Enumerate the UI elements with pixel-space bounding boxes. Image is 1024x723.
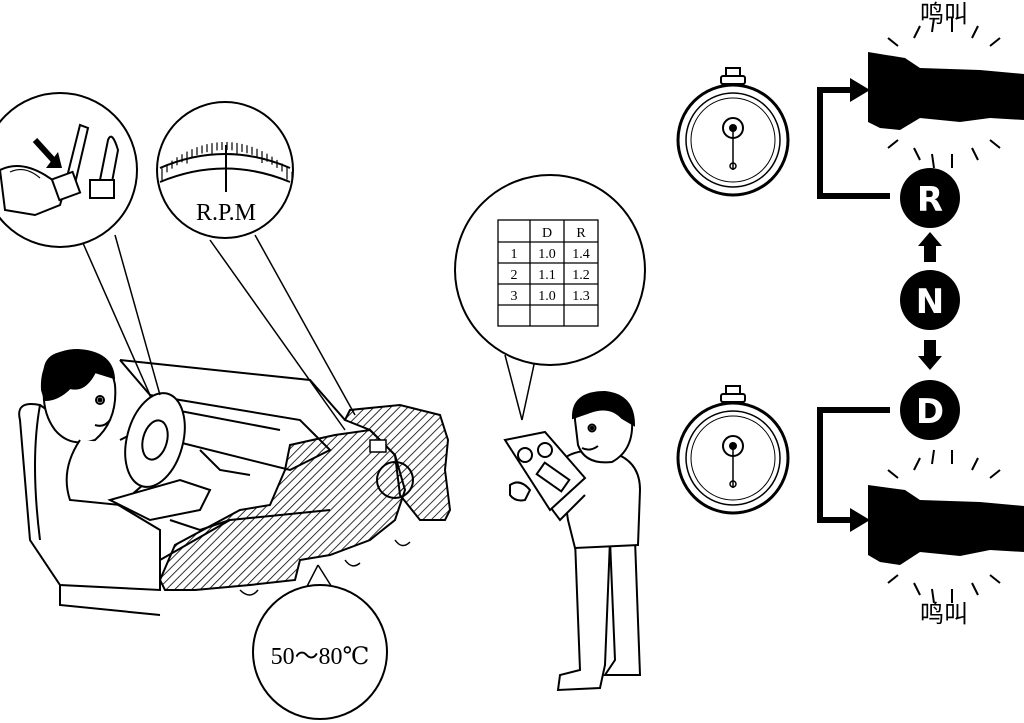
driver-hair bbox=[40, 348, 116, 402]
arrow-down-icon bbox=[918, 340, 942, 370]
gear-r-label: R bbox=[917, 180, 943, 220]
gear-d-label: D bbox=[916, 392, 944, 432]
table-cell: 1.0 bbox=[538, 247, 556, 262]
steering-wheel bbox=[124, 392, 186, 488]
gear-d-badge bbox=[900, 380, 960, 440]
table-cell: 1 bbox=[511, 247, 518, 262]
transmission-silhouette-bottom bbox=[868, 485, 1024, 565]
tachometer-ticks bbox=[161, 142, 293, 181]
tachometer-callout: R.P.M bbox=[156, 101, 356, 431]
tester-device bbox=[503, 430, 587, 512]
noise-label-bottom: 鸣叫 bbox=[920, 601, 968, 628]
stopwatch-icon-top bbox=[676, 67, 790, 197]
rpm-label: R.P.M bbox=[196, 200, 256, 226]
table-cell: 2 bbox=[511, 268, 518, 283]
stall-speed-table bbox=[497, 219, 599, 327]
table-cell: 1.1 bbox=[538, 268, 556, 283]
arrow-up-icon bbox=[918, 232, 942, 262]
car-interior-scene bbox=[18, 348, 346, 616]
stopwatch-icon-bottom bbox=[676, 385, 790, 515]
noise-marks-bottom bbox=[887, 449, 1001, 604]
bracket-arrows bbox=[817, 78, 890, 532]
table-header-r: R bbox=[576, 226, 586, 241]
table-cell: 1.4 bbox=[572, 247, 590, 262]
temperature-label: 50～80℃ bbox=[271, 644, 370, 670]
transmission-silhouette-top bbox=[868, 52, 1024, 130]
temperature-callout: 50～80℃ bbox=[252, 564, 388, 720]
table-cell: 3 bbox=[511, 289, 518, 304]
brake-pedal-callout bbox=[0, 92, 161, 396]
table-cell: 1.2 bbox=[572, 268, 590, 283]
table-header-d: D bbox=[542, 226, 552, 241]
gear-r-badge bbox=[900, 168, 960, 228]
noise-label-top: 鸣叫 bbox=[920, 1, 968, 28]
table-cell: 1.3 bbox=[572, 289, 590, 304]
stall-speed-table-callout: D R 1 1.0 1.4 2 1.1 1.2 3 1.0 1.3 bbox=[454, 174, 646, 421]
table-cell: 1.0 bbox=[538, 289, 556, 304]
noise-marks-top bbox=[887, 17, 1001, 169]
gear-n-label: N bbox=[916, 282, 944, 322]
technician-hair bbox=[571, 390, 636, 427]
gear-selector: R N D bbox=[900, 168, 960, 440]
gear-n-badge bbox=[900, 270, 960, 330]
technician-figure bbox=[503, 390, 642, 692]
hot-engine-transmission bbox=[158, 403, 452, 596]
